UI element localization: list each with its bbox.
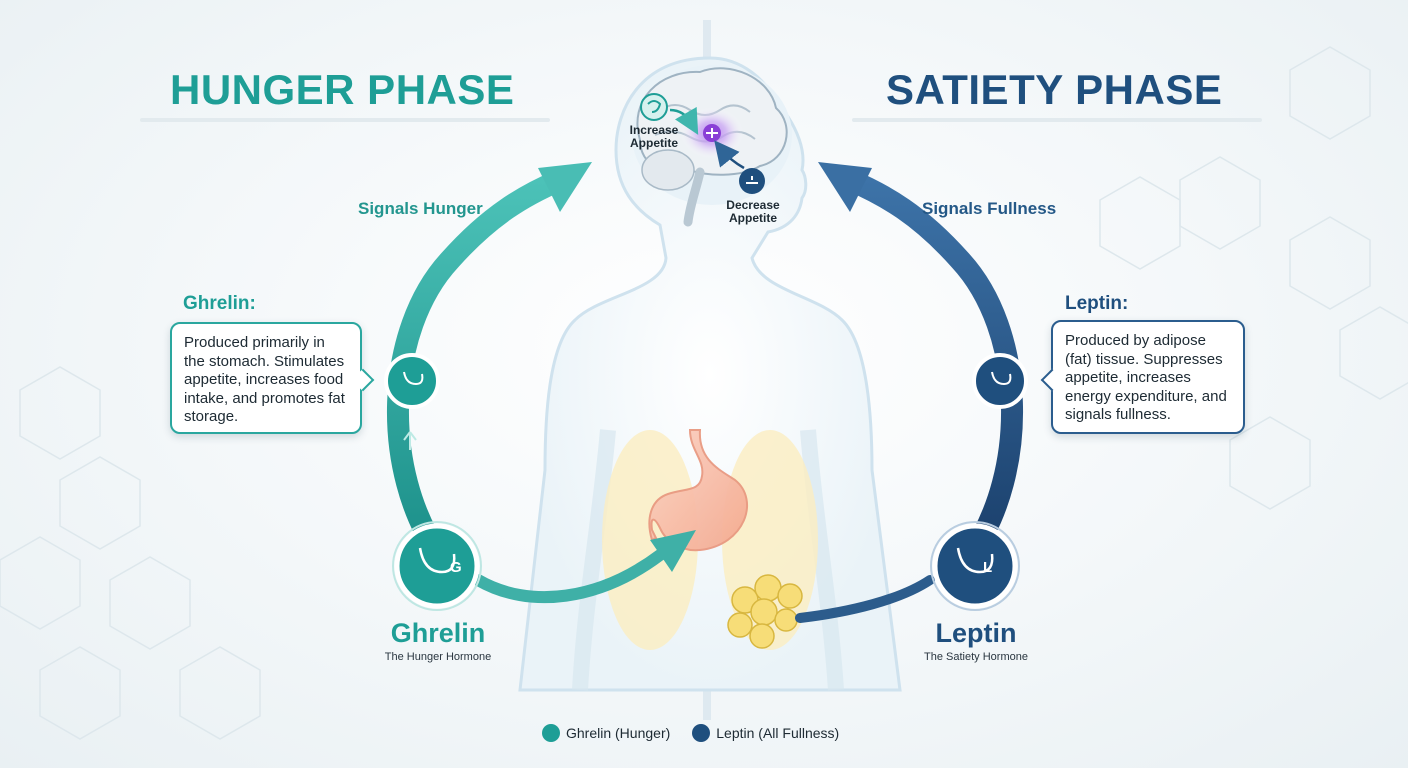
ghrelin-badge (394, 523, 480, 609)
stomach-icon (648, 429, 749, 552)
fat-to-leptin-arrow (795, 575, 935, 623)
right-arm (800, 429, 844, 691)
ghrelin-arrowhead (538, 162, 592, 212)
legend: Ghrelin (Hunger) Leptin (All Fullness) (542, 724, 861, 742)
ghrelin-info-box: Produced primarily in the stomach. Stimu… (170, 322, 362, 434)
legend-item-ghrelin: Ghrelin (Hunger) (542, 724, 670, 742)
leptin-name: Leptin (935, 618, 1017, 648)
ghrelin-to-stomach-arrow (472, 549, 666, 604)
leptin-arrowhead (818, 162, 872, 212)
left-arm (572, 429, 616, 691)
hunger-title-underline (140, 118, 550, 122)
signals-hunger-label: Signals Hunger (358, 199, 483, 218)
leptin-badge-letter: L (983, 559, 992, 576)
legend-item-leptin: Leptin (All Fullness) (692, 724, 839, 742)
signals-fullness-label: Signals Fullness (922, 199, 1057, 218)
hexagon-pattern (0, 46, 1408, 740)
fat-cells-icon (727, 574, 803, 649)
ghrelin-description: Produced primarily in the stomach. Stimu… (184, 334, 345, 425)
ghrelin-name: Ghrelin (390, 618, 486, 648)
hunger-phase-title: HUNGER PHASE (170, 66, 515, 113)
leptin-stomach-badge (972, 353, 1028, 409)
increase-appetite-label: Increase Appetite (629, 123, 679, 150)
ghrelin-cycle-arrow (386, 169, 571, 567)
cerebellum (641, 149, 695, 191)
satiety-title-underline (852, 118, 1262, 122)
ghrelin-badge-letter: G (450, 559, 462, 576)
leptin-heading: Leptin: (1065, 293, 1129, 314)
satiety-phase-title: SATIETY PHASE (886, 66, 1223, 113)
legend-ghrelin-swatch (542, 724, 560, 742)
leptin-subtitle: The Satiety Hormone (924, 651, 1028, 663)
leptin-badge (932, 523, 1018, 609)
leptin-brain-icon (739, 168, 765, 194)
leptin-description: Produced by adipose (fat) tissue. Suppre… (1065, 332, 1227, 423)
legend-ghrelin-label: Ghrelin (Hunger) (566, 725, 671, 741)
ghrelin-heading: Ghrelin: (183, 293, 256, 314)
brainstem (683, 167, 705, 227)
ghrelin-brain-icon (640, 93, 668, 121)
ghrelin-stomach-badge (384, 353, 440, 409)
legend-leptin-swatch (692, 724, 711, 742)
legend-leptin-label: Leptin (All Fullness) (716, 725, 840, 741)
leptin-cycle-arrow (839, 169, 1024, 567)
ghrelin-subtitle: The Hunger Hormone (384, 651, 492, 663)
leptin-info-box: Produced by adipose (fat) tissue. Suppre… (1051, 320, 1245, 434)
decrease-appetite-label: Decrease Appetite (726, 198, 780, 225)
